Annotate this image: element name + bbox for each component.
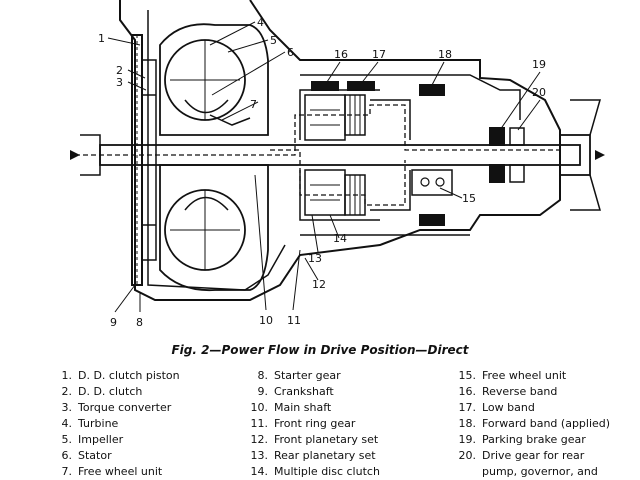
legend-column-1: 1.D. D. clutch piston 2.D. D. clutch 3.T…	[48, 368, 180, 480]
front-planetary-set	[304, 94, 346, 141]
legend-item: 13.Rear planetary set	[250, 449, 376, 462]
callout-13: 13	[308, 252, 322, 265]
legend-item: 7.Free wheel unit	[61, 465, 163, 478]
legend-item-continuation: pump, governor, and	[482, 465, 598, 478]
callout-4: 4	[257, 16, 264, 29]
parking-brake-gear	[489, 127, 505, 146]
forward-band	[419, 84, 445, 96]
legend-item: 3.Torque converter	[61, 401, 172, 414]
legend-item: 18.Forward band (applied)	[458, 417, 611, 430]
callout-20: 20	[532, 86, 546, 99]
callout-3: 3	[116, 76, 123, 89]
dd-clutch	[141, 59, 157, 261]
legend-item: 19.Parking brake gear	[458, 433, 586, 446]
callout-14: 14	[333, 232, 347, 245]
legend-item: 11.Front ring gear	[250, 417, 356, 430]
legend-item: 6.Stator	[61, 449, 112, 462]
drum-upper	[299, 89, 411, 140]
legend-item: 10.Main shaft	[250, 401, 332, 414]
legend-item: 15.Free wheel unit	[458, 369, 567, 382]
legend-item: 20.Drive gear for rear	[458, 449, 585, 462]
legend-column-2: 8.Starter gear 9.Crankshaft 10.Main shaf…	[244, 368, 380, 480]
callout-11: 11	[287, 314, 301, 327]
callout-6: 6	[287, 46, 294, 59]
callout-2: 2	[116, 64, 123, 77]
legend-item: 5.Impeller	[61, 433, 124, 446]
legend-item: 9.Crankshaft	[257, 385, 334, 398]
legend-column-3: 15.Free wheel unit 16.Reverse band 17.Lo…	[452, 368, 611, 480]
callout-18: 18	[438, 48, 452, 61]
bell-housing-outline	[119, 0, 561, 301]
legend-item: 14.Multiple disc clutch	[250, 465, 380, 478]
rear-housing	[300, 74, 521, 236]
output-yoke	[559, 134, 591, 176]
callout-19: 19	[532, 58, 546, 71]
figure-caption: Fig. 2—Power Flow in Drive Position—Dire…	[171, 343, 469, 357]
transmission-cutaway-diagram: 1 2 3 4 5 6 7 16 17 18 19 20 15 14 13 12…	[70, 0, 605, 329]
callout-12: 12	[312, 278, 326, 291]
callout-15: 15	[462, 192, 476, 205]
callout-7: 7	[250, 98, 257, 111]
legend-item: 17.Low band	[458, 401, 535, 414]
legend-item: 1.D. D. clutch piston	[61, 369, 180, 382]
callout-1: 1	[98, 32, 105, 45]
legend-item: 16.Reverse band	[458, 385, 558, 398]
free-wheel-unit-rear	[411, 169, 453, 196]
legend-item: 8.Starter gear	[257, 369, 341, 382]
callout-10: 10	[259, 314, 273, 327]
legend-item: 4.Turbine	[61, 417, 119, 430]
legend-item: 12.Front planetary set	[250, 433, 379, 446]
torque-converter-lower	[159, 164, 269, 292]
input-arrow	[70, 150, 80, 160]
callout-16: 16	[334, 48, 348, 61]
power-flow-path	[75, 104, 560, 156]
callout-5: 5	[270, 34, 277, 47]
callout-17: 17	[372, 48, 386, 61]
output-arrow	[595, 150, 605, 160]
callout-8: 8	[136, 316, 143, 329]
callout-9: 9	[110, 316, 117, 329]
drive-gear-rear-pump	[509, 127, 525, 146]
reverse-band	[311, 81, 339, 91]
rear-planetary-set	[304, 169, 346, 216]
legend-item: 2.D. D. clutch	[61, 385, 143, 398]
